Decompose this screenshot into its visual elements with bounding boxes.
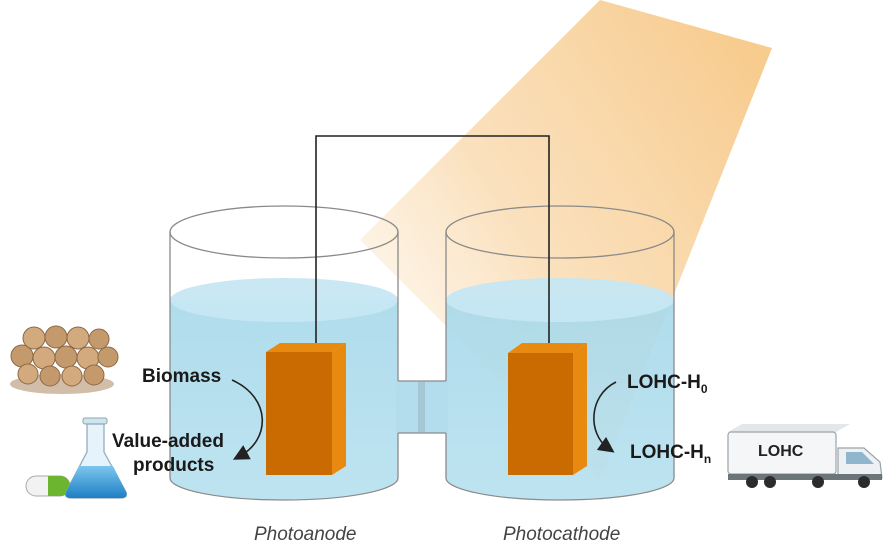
- lohc-h0-label: LOHC-H0: [627, 372, 708, 396]
- photocathode-electrode: [508, 343, 587, 475]
- flask-icon: [64, 417, 128, 499]
- photocathode-caption: Photocathode: [503, 524, 621, 545]
- biomass-label: Biomass: [142, 366, 222, 387]
- curved-arrow-icon: [593, 381, 617, 453]
- lohc-hn-label: LOHC-Hn: [630, 442, 712, 466]
- truck-label: LOHC: [758, 443, 804, 460]
- light-beam: [360, 0, 772, 480]
- photoanode-caption: Photoanode: [254, 524, 357, 545]
- external-wire: [315, 135, 550, 352]
- truck-icon: [727, 424, 883, 488]
- pill-icon: [25, 475, 71, 497]
- wood-logs-icon: [10, 325, 119, 394]
- value-added-label: Value-added: [112, 431, 224, 452]
- curved-arrow-icon: [231, 379, 264, 460]
- products-label: products: [133, 455, 215, 476]
- photoanode-electrode: [266, 343, 346, 475]
- membrane-bridge: [396, 380, 448, 434]
